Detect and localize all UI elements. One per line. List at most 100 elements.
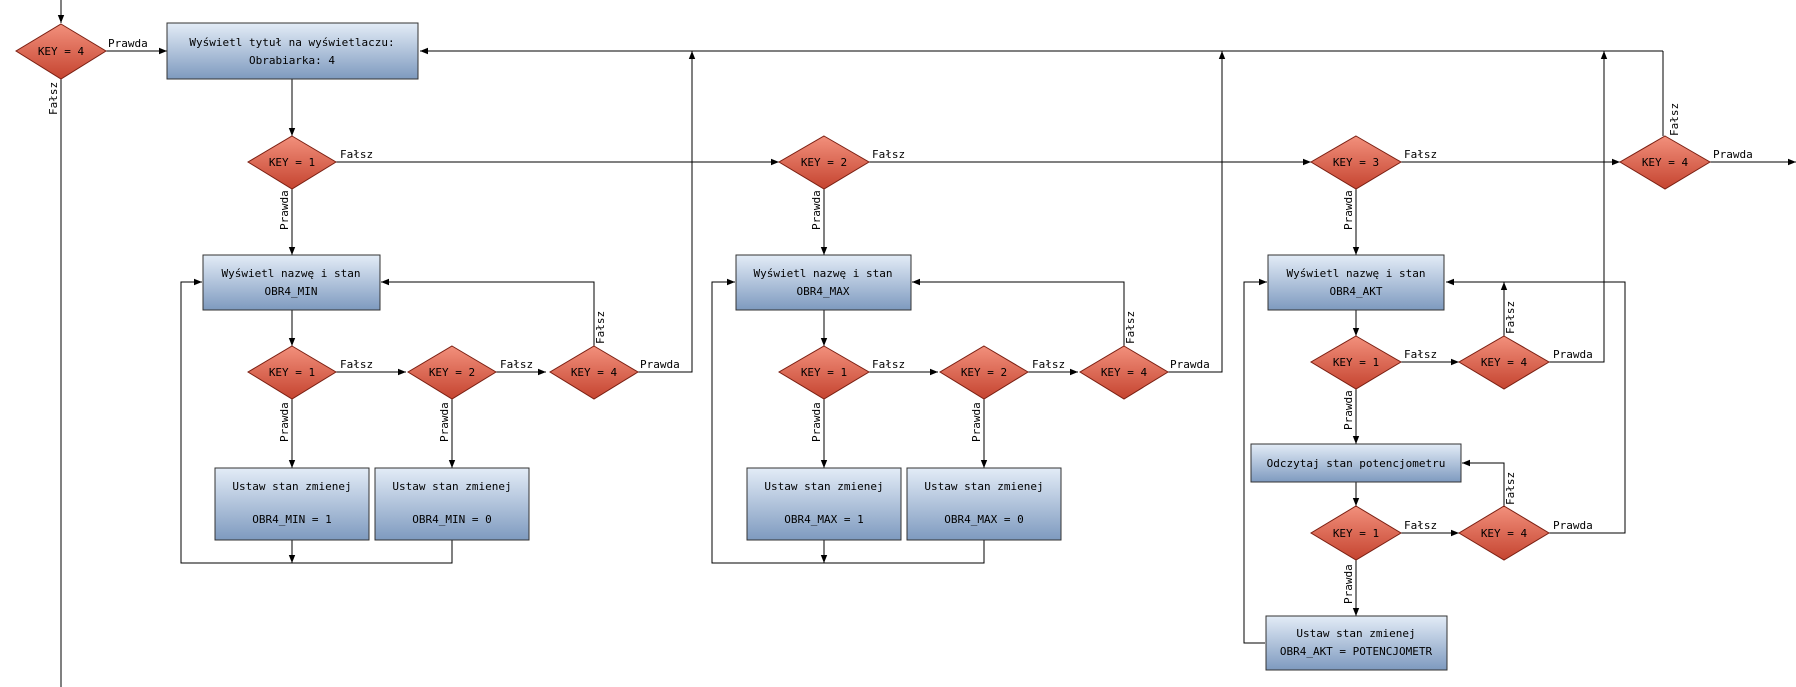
- akt-label-k4b-false: Fałsz: [1504, 472, 1517, 505]
- min-set-0-line1: Ustaw stan zmienej: [392, 480, 511, 493]
- max-decision-key1: KEY = 1: [778, 345, 870, 400]
- label-top-false: Fałsz: [47, 82, 60, 115]
- label-d2-true: Prawda: [810, 190, 823, 230]
- max-display: Wyświetl nazwę i stan OBR4_MAX: [735, 254, 912, 311]
- akt-decision-key4-b-text: KEY = 4: [1481, 527, 1528, 540]
- akt-decision-key1-a: KEY = 1: [1310, 335, 1402, 390]
- max-label-k4-true: Prawda: [1170, 358, 1210, 371]
- min-decision-key4-text: KEY = 4: [571, 366, 618, 379]
- decision-key3: KEY = 3: [1310, 135, 1402, 190]
- max-edge-k4-true: [1168, 51, 1226, 373]
- max-decision-key1-text: KEY = 1: [801, 366, 847, 379]
- decision-key2-text: KEY = 2: [801, 156, 847, 169]
- akt-decision-key1-b-text: KEY = 1: [1333, 527, 1379, 540]
- akt-label-k1a-false: Fałsz: [1404, 348, 1437, 361]
- decision-key4-top-text: KEY = 4: [38, 45, 85, 58]
- min-display-line1: Wyświetl nazwę i stan: [221, 267, 360, 280]
- max-decision-key2: KEY = 2: [939, 345, 1029, 400]
- akt-label-k1b-true: Prawda: [1342, 564, 1355, 604]
- max-label-k1-false: Fałsz: [872, 358, 905, 371]
- akt-set: Ustaw stan zmienej OBR4_AKT = POTENCJOME…: [1265, 615, 1448, 671]
- akt-edge-k4b-false: [1462, 459, 1505, 506]
- min-decision-key1-text: KEY = 1: [269, 366, 315, 379]
- process-title-line2: Obrabiarka: 4: [249, 54, 335, 67]
- edge-labels: Prawda Fałsz Fałsz Prawda Fałsz Fałsz Fa…: [47, 37, 1753, 604]
- akt-display-line1: Wyświetl nazwę i stan: [1286, 267, 1425, 280]
- max-set-1-line2: OBR4_MAX = 1: [784, 513, 863, 526]
- label-d3-true: Prawda: [1342, 190, 1355, 230]
- label-d4r-true: Prawda: [1713, 148, 1753, 161]
- min-decision-key4: KEY = 4: [549, 345, 639, 400]
- akt-display-line2: OBR4_AKT: [1330, 285, 1383, 298]
- akt-decision-key4-b: KEY = 4: [1458, 505, 1550, 561]
- decision-key4-right: KEY = 4: [1619, 135, 1711, 190]
- akt-set-line1: Ustaw stan zmienej: [1296, 627, 1415, 640]
- nodes: KEY = 4 Wyświetl tytuł na wyświetlaczu: …: [15, 22, 1711, 671]
- max-label-k4-false: Fałsz: [1124, 311, 1137, 344]
- min-label-k4-true: Prawda: [640, 358, 680, 371]
- label-d1-true: Prawda: [278, 190, 291, 230]
- min-set-1-line1: Ustaw stan zmienej: [232, 480, 351, 493]
- akt-decision-key4-a: KEY = 4: [1458, 335, 1550, 390]
- akt-decision-key1-b: KEY = 1: [1310, 505, 1402, 561]
- max-set-1: Ustaw stan zmienej OBR4_MAX = 1: [746, 467, 902, 541]
- process-title-line1: Wyświetl tytuł na wyświetlaczu:: [189, 36, 394, 49]
- akt-set-line2: OBR4_AKT = POTENCJOMETR: [1280, 645, 1433, 658]
- min-set-0-line2: OBR4_MIN = 0: [412, 513, 491, 526]
- decision-key3-text: KEY = 3: [1333, 156, 1379, 169]
- akt-edge-k4a-true: [1549, 51, 1608, 363]
- max-edge-loop: [711, 278, 985, 564]
- max-edge-k4-false: [912, 278, 1125, 346]
- akt-edge-loop: [1243, 278, 1267, 644]
- max-label-k2-true: Prawda: [970, 402, 983, 442]
- min-set-1-line2: OBR4_MIN = 1: [252, 513, 331, 526]
- akt-label-k1b-false: Fałsz: [1404, 519, 1437, 532]
- decision-key4-top: KEY = 4: [15, 23, 107, 80]
- label-top-true: Prawda: [108, 37, 148, 50]
- max-set-0-line1: Ustaw stan zmienej: [924, 480, 1043, 493]
- akt-read-pot: Odczytaj stan potencjometru: [1250, 443, 1462, 483]
- max-set-0: Ustaw stan zmienej OBR4_MAX = 0: [906, 467, 1062, 541]
- akt-decision-key1-a-text: KEY = 1: [1333, 356, 1379, 369]
- akt-display: Wyświetl nazwę i stan OBR4_AKT: [1267, 254, 1445, 311]
- edges: [57, 0, 1796, 687]
- decision-key1: KEY = 1: [247, 135, 337, 190]
- akt-label-k4a-false: Fałsz: [1504, 301, 1517, 334]
- label-d3-false: Fałsz: [1404, 148, 1437, 161]
- akt-label-k1a-true: Prawda: [1342, 390, 1355, 430]
- min-label-k2-false: Fałsz: [500, 358, 533, 371]
- akt-read-pot-text: Odczytaj stan potencjometru: [1267, 457, 1446, 470]
- max-display-line2: OBR4_MAX: [797, 285, 850, 298]
- max-display-line1: Wyświetl nazwę i stan: [753, 267, 892, 280]
- min-set-1: Ustaw stan zmienej OBR4_MIN = 1: [214, 467, 370, 541]
- label-d2-false: Fałsz: [872, 148, 905, 161]
- min-edge-k4-false: [381, 278, 595, 346]
- akt-label-k4b-true: Prawda: [1553, 519, 1593, 532]
- max-label-k2-false: Fałsz: [1032, 358, 1065, 371]
- min-decision-key2: KEY = 2: [407, 345, 497, 400]
- decision-key4-right-text: KEY = 4: [1642, 156, 1689, 169]
- min-label-k2-true: Prawda: [438, 402, 451, 442]
- decision-key1-text: KEY = 1: [269, 156, 315, 169]
- max-decision-key4-text: KEY = 4: [1101, 366, 1148, 379]
- max-set-0-line2: OBR4_MAX = 0: [944, 513, 1023, 526]
- min-label-k1-true: Prawda: [278, 402, 291, 442]
- min-edge-loop: [180, 278, 453, 564]
- max-label-k1-true: Prawda: [810, 402, 823, 442]
- min-display: Wyświetl nazwę i stan OBR4_MIN: [202, 254, 381, 311]
- min-decision-key2-text: KEY = 2: [429, 366, 475, 379]
- akt-label-k4a-true: Prawda: [1553, 348, 1593, 361]
- label-d4r-false: Fałsz: [1668, 103, 1681, 136]
- min-decision-key1: KEY = 1: [247, 345, 337, 400]
- min-label-k1-false: Fałsz: [340, 358, 373, 371]
- akt-edge-k4b-true: [1446, 278, 1626, 534]
- min-display-line2: OBR4_MIN: [265, 285, 318, 298]
- akt-decision-key4-a-text: KEY = 4: [1481, 356, 1528, 369]
- min-label-k4-false: Fałsz: [594, 311, 607, 344]
- decision-key2: KEY = 2: [778, 135, 870, 190]
- max-decision-key2-text: KEY = 2: [961, 366, 1007, 379]
- process-title: Wyświetl tytuł na wyświetlaczu: Obrabiar…: [166, 22, 419, 80]
- max-decision-key4: KEY = 4: [1079, 345, 1169, 400]
- label-d1-false: Fałsz: [340, 148, 373, 161]
